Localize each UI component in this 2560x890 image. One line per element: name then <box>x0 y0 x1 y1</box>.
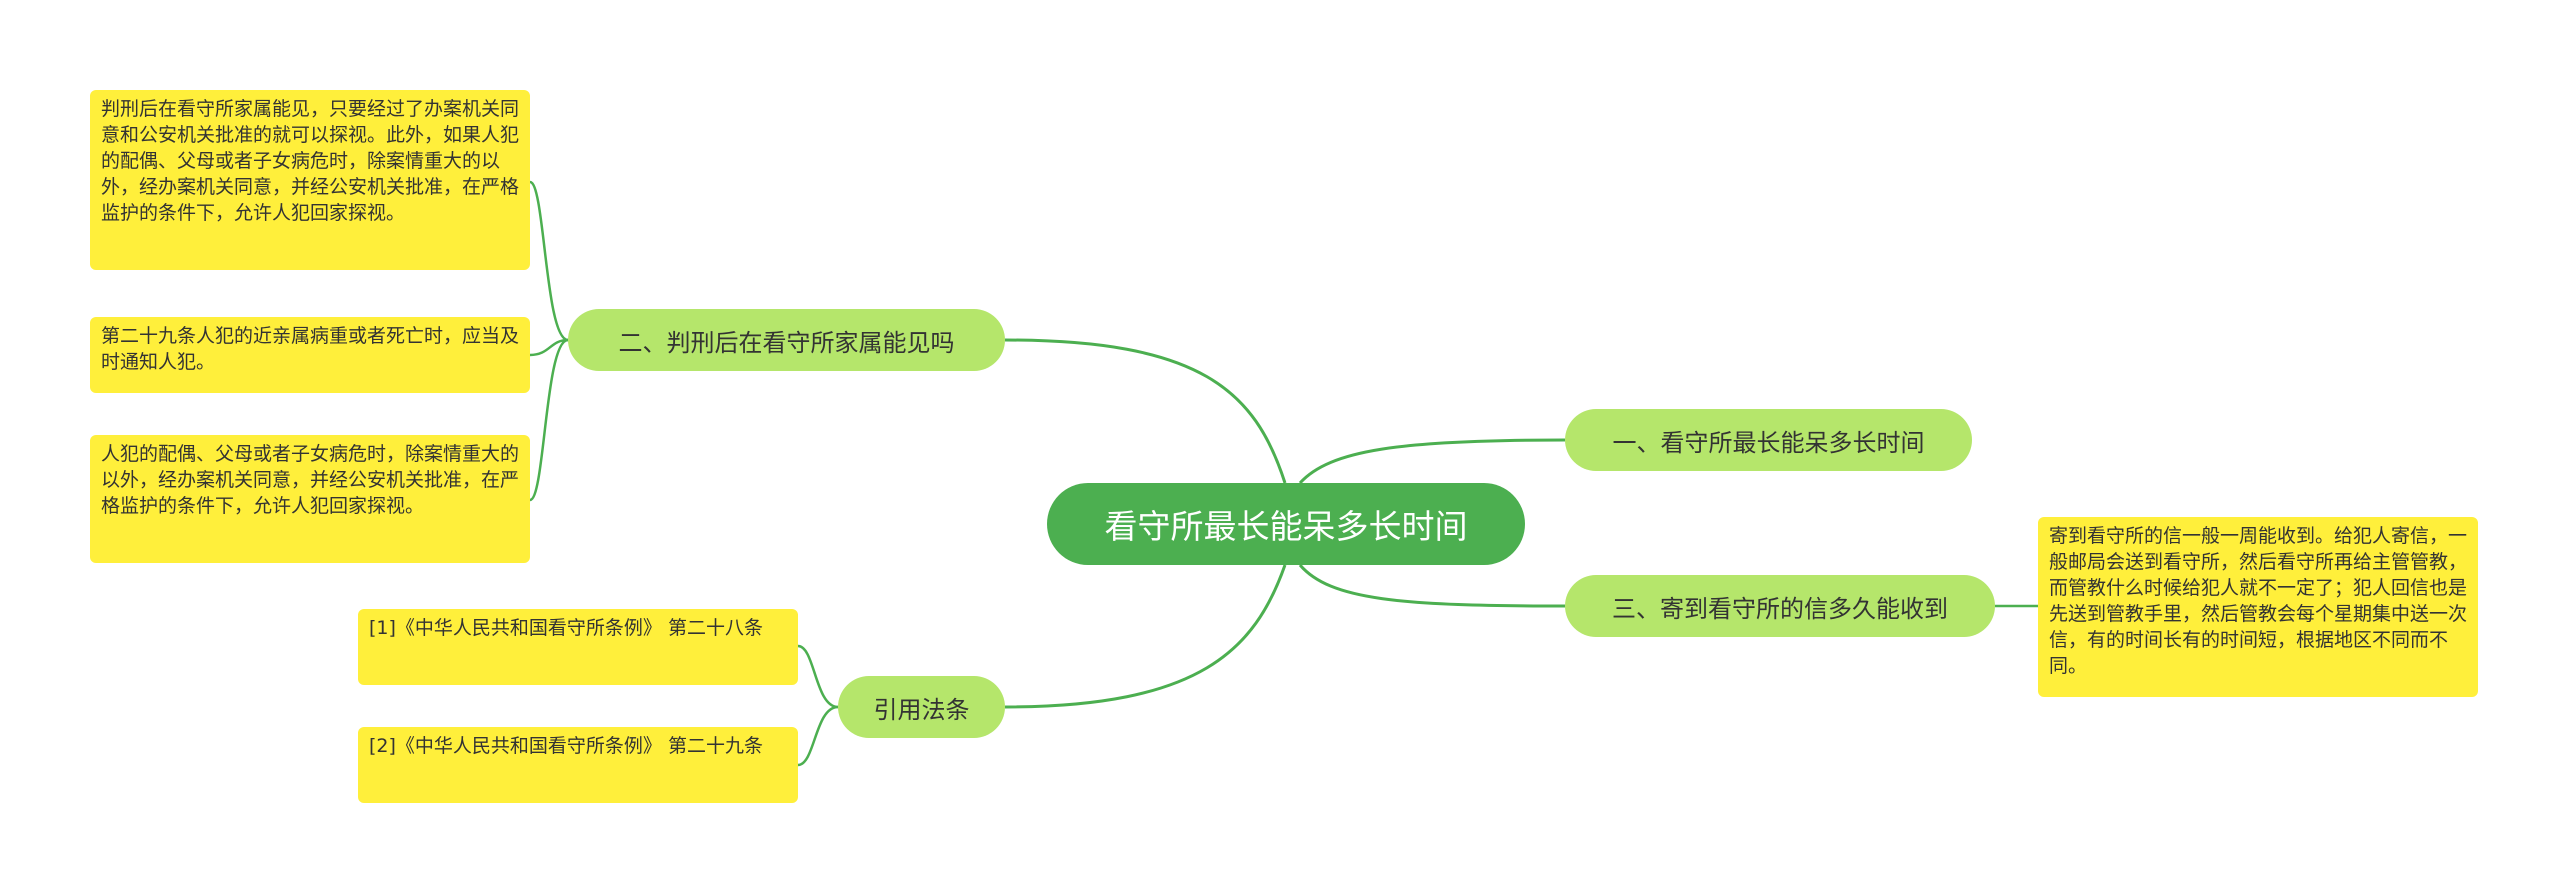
branch-topic-3[interactable]: 三、寄到看守所的信多久能收到 <box>1565 575 1995 637</box>
link-b2-leaf3 <box>529 338 569 502</box>
link-center-b1 <box>1298 438 1566 485</box>
link-center-b2 <box>1004 338 1287 484</box>
branch-topic-1[interactable]: 一、看守所最长能呆多长时间 <box>1565 409 1972 471</box>
leaf-note-letter-delivery[interactable]: 寄到看守所的信一般一周能收到。给犯人寄信，一般邮局会送到看守所，然后看守所再给主… <box>2038 517 2478 697</box>
branch-topic-2[interactable]: 二、判刑后在看守所家属能见吗 <box>568 309 1005 371</box>
branch-topic-4[interactable]: 引用法条 <box>838 676 1005 738</box>
link-center-b3 <box>1298 564 1566 608</box>
leaf-reference-1[interactable]: [1]《中华人民共和国看守所条例》 第二十八条 <box>358 609 798 685</box>
central-topic[interactable]: 看守所最长能呆多长时间 <box>1047 483 1525 565</box>
link-center-b4 <box>1004 564 1287 709</box>
leaf-note-family-visit[interactable]: 判刑后在看守所家属能见，只要经过了办案机关同意和公安机关批准的就可以探视。此外，… <box>90 90 530 270</box>
link-b2-leaf1 <box>528 180 569 342</box>
leaf-note-critical-illness[interactable]: 人犯的配偶、父母或者子女病危时，除案情重大的以外，经办案机关同意，并经公安机关批… <box>90 435 530 563</box>
link-b4-leaf1 <box>797 644 839 709</box>
leaf-reference-2[interactable]: [2]《中华人民共和国看守所条例》 第二十九条 <box>358 727 798 803</box>
leaf-note-article-29[interactable]: 第二十九条人犯的近亲属病重或者死亡时，应当及时通知人犯。 <box>90 317 530 393</box>
link-b4-leaf2 <box>797 705 839 767</box>
